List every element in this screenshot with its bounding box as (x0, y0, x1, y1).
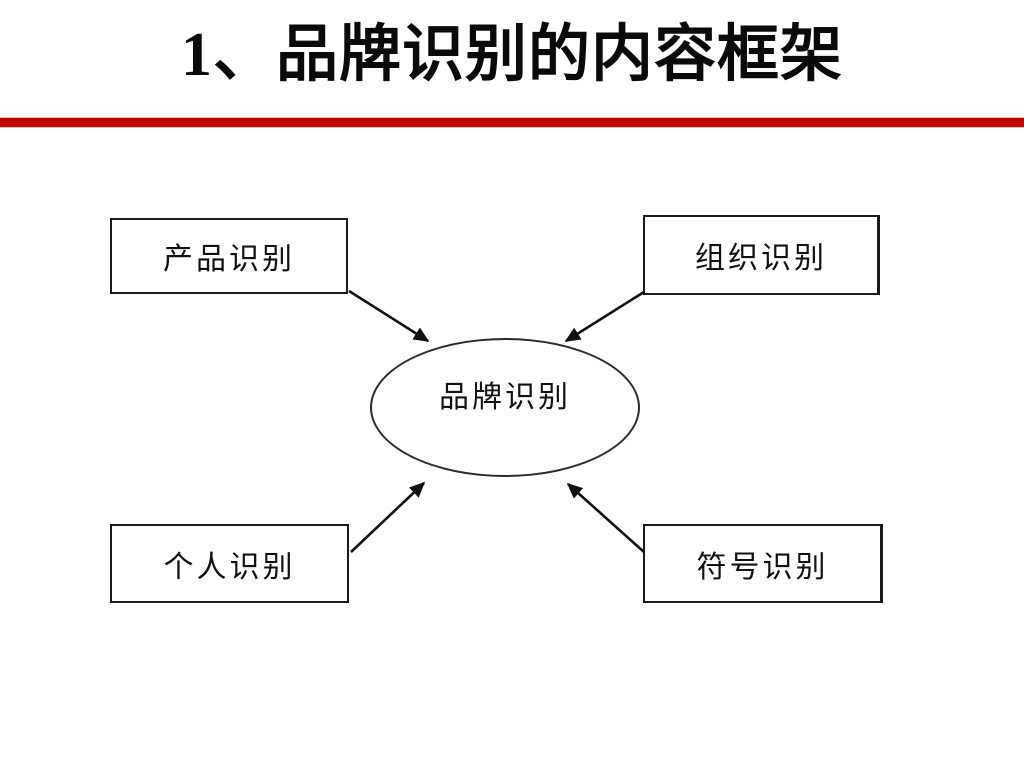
node-symbol-identity: 符号识别 (643, 524, 883, 603)
arrow-personal-to-center-icon (350, 481, 426, 553)
node-product-identity-label: 产品识别 (163, 243, 295, 276)
arrow-symbol-to-center-icon (566, 482, 645, 553)
node-organization-identity-label: 组织识别 (695, 242, 827, 275)
node-personal-identity: 个人识别 (110, 524, 349, 603)
arrow-organization-to-center-icon (564, 290, 645, 343)
node-product-identity: 产品识别 (110, 218, 348, 294)
title-divider-bar (0, 117, 1024, 128)
node-personal-identity-label: 个人识别 (163, 550, 296, 584)
arrow-product-to-center-icon (348, 289, 430, 343)
node-symbol-identity-label: 符号识别 (696, 550, 829, 584)
node-brand-identity-label: 品牌识别 (439, 381, 571, 414)
slide-title: 1、品牌识别的内容框架 (180, 21, 843, 89)
node-brand-identity-ellipse: 品牌识别 (370, 338, 640, 477)
node-organization-identity: 组织识别 (643, 215, 880, 295)
